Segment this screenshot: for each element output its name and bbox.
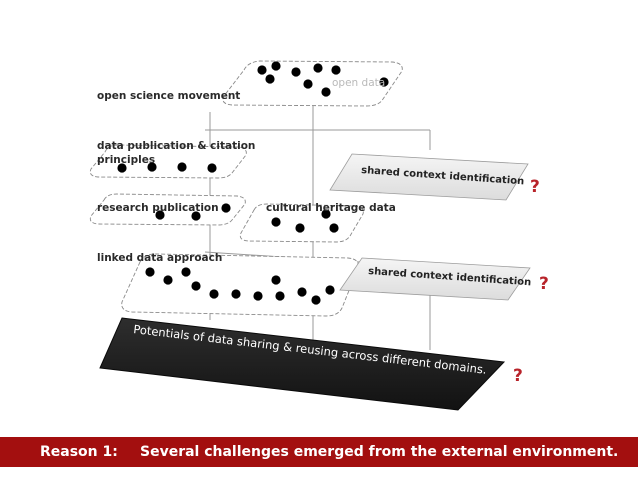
research-publication-plate [89,193,246,226]
linked-data-label: linked data approach [97,252,222,264]
data-publication-plate [89,144,247,179]
node-icon [303,79,313,89]
node-icon [295,223,305,233]
context-plate-lower: shared context identification [339,257,532,301]
node-icon [209,289,219,299]
potentials-banner: Potentials of data sharing & reusing acr… [99,317,506,411]
node-icon [181,267,191,277]
context-plate-upper: shared context identification [329,153,529,201]
node-icon [191,281,201,291]
node-icon [275,291,285,301]
node-icon [221,203,231,213]
node-icon [313,63,323,73]
open-science-label: open science movement [97,90,240,102]
cultural-heritage-plate [239,203,364,243]
node-icon [297,287,307,297]
data-publication-label-line2: principles [97,154,155,166]
node-icon [331,65,341,75]
linked-data-plate [121,253,359,317]
data-publication-label-line1: data publication & citation [97,140,255,152]
node-icon [329,223,339,233]
open-data-label: open data [332,77,385,89]
node-icon [207,163,217,173]
node-icon [253,291,263,301]
node-icon [177,162,187,172]
node-icon [257,65,267,75]
reason-label: Reason 1: [40,444,118,460]
node-icon [291,67,301,77]
node-icon [271,275,281,285]
reason-text: Several challenges emerged from the exte… [140,444,619,460]
node-icon [231,289,241,299]
question-mark-lower: ? [513,366,523,386]
research-publication-label: research publication [97,202,219,214]
question-mark-middle: ? [539,274,549,294]
node-icon [163,275,173,285]
node-icon [321,87,331,97]
node-icon [265,74,275,84]
node-icon [271,217,281,227]
node-icon [325,285,335,295]
cultural-heritage-label: cultural heritage data [266,202,396,214]
node-icon [271,61,281,71]
open-data-plate [222,60,403,107]
node-icon [311,295,321,305]
question-mark-upper: ? [530,177,540,197]
reason-footer: Reason 1: Several challenges emerged fro… [0,437,638,467]
node-icon [145,267,155,277]
